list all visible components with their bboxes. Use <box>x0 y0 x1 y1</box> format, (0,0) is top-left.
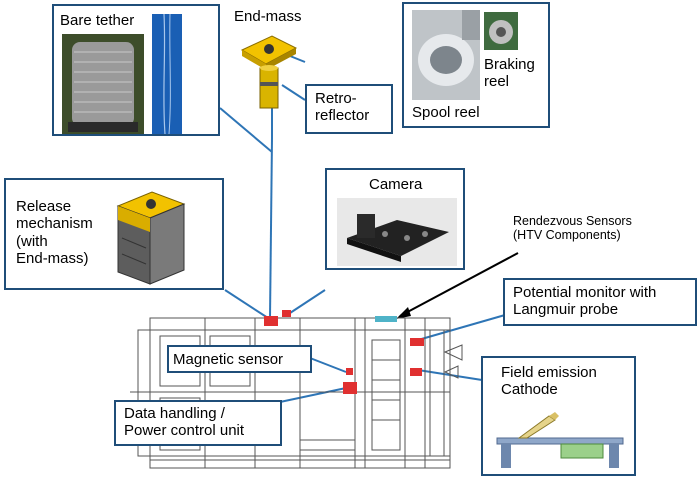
data-handling-box: Data handling / Power control unit <box>114 400 282 446</box>
tether-spool-photo <box>62 34 144 134</box>
magnetic-sensor-label: Magnetic sensor <box>173 351 284 368</box>
end-mass-photo <box>240 35 298 109</box>
tether-line <box>269 137 273 319</box>
leader-camera <box>286 289 326 316</box>
camera-component <box>282 310 291 317</box>
potential-monitor-label: Potential monitor with Langmuir probe <box>513 284 657 319</box>
arrow-rendezvous-line <box>399 252 519 317</box>
magnetic-sensor-component <box>346 368 353 375</box>
potential-monitor-box: Potential monitor with Langmuir probe <box>503 278 697 326</box>
leader-data-handling <box>279 387 347 403</box>
tether-strand-photo <box>152 14 182 134</box>
bare-tether-label: Bare tether <box>60 12 135 29</box>
retro-reflector-label: Retro- reflector <box>315 90 370 125</box>
release-mechanism-box: Release mechanism (with End-mass) <box>4 178 224 290</box>
leader-bare-tether <box>219 107 273 153</box>
retro-reflector-box: Retro- reflector <box>305 84 393 134</box>
spool-reel-photo <box>412 10 480 100</box>
release-mechanism-component <box>264 316 278 326</box>
braking-reel-label: Braking reel <box>484 56 535 91</box>
leader-magnetic-sensor <box>309 357 347 373</box>
field-emission-photo <box>496 412 624 468</box>
leader-release-mechanism <box>224 289 269 319</box>
braking-reel-photo <box>484 12 518 50</box>
camera-photo <box>337 198 457 266</box>
reel-box: Braking reel Spool reel <box>402 2 550 128</box>
field-emission-label: Field emission Cathode <box>501 364 597 399</box>
rendezvous-sensors-label: Rendezvous Sensors (HTV Components) <box>513 214 632 243</box>
field-emission-component <box>410 368 422 376</box>
leader-retro-reflector <box>281 84 306 101</box>
field-emission-box: Field emission Cathode <box>481 356 636 476</box>
potential-monitor-component <box>410 338 424 346</box>
camera-box: Camera <box>325 168 465 270</box>
camera-label: Camera <box>369 176 423 193</box>
spool-reel-label: Spool reel <box>412 104 480 121</box>
arrow-rendezvous-head <box>396 307 411 319</box>
data-handling-component <box>343 382 357 394</box>
bare-tether-box: Bare tether <box>52 4 220 136</box>
leader-potential-monitor <box>417 314 506 341</box>
release-mechanism-photo <box>116 191 186 285</box>
end-mass-label: End-mass <box>234 8 302 25</box>
data-handling-label: Data handling / Power control unit <box>124 405 245 440</box>
release-mechanism-label: Release mechanism (with End-mass) <box>16 198 93 267</box>
magnetic-sensor-box: Magnetic sensor <box>167 345 312 373</box>
rendezvous-sensors-component <box>375 316 397 322</box>
